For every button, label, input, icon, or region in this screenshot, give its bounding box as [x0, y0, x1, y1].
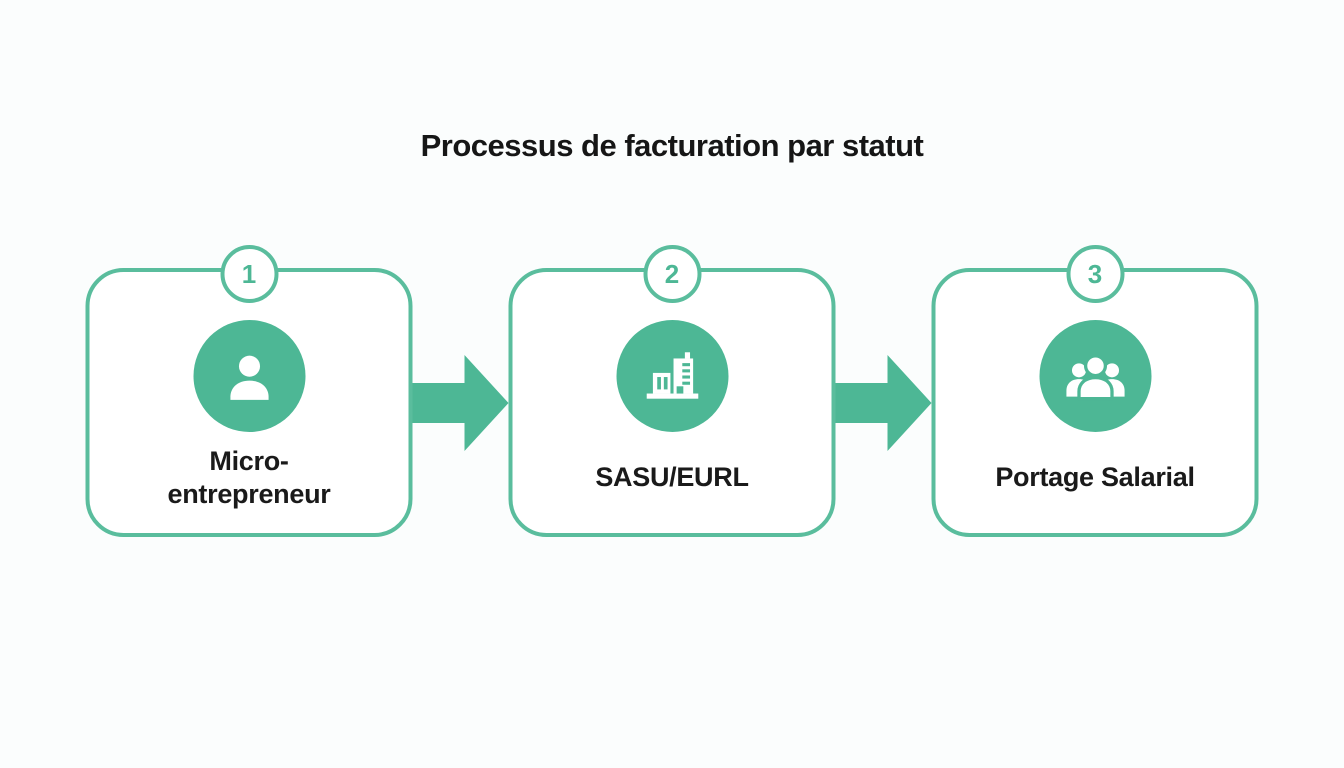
arrow-right-icon	[412, 268, 509, 537]
person-icon	[193, 320, 305, 432]
step-label: Portage Salarial	[995, 462, 1195, 493]
arrow-right-icon	[835, 268, 932, 537]
step-number: 2	[664, 258, 680, 289]
step-number-badge: 1	[220, 245, 278, 303]
step-card-sasu-eurl: 2 SASU/EURL	[508, 245, 836, 537]
step-number-badge: 2	[643, 245, 701, 303]
step-number: 3	[1087, 258, 1103, 289]
process-flow: 1 Micro- entrepreneur 2	[85, 245, 1259, 537]
step-label: SASU/EURL	[595, 462, 749, 493]
step-label: Micro- entrepreneur	[167, 445, 331, 509]
page-title: Processus de facturation par statut	[420, 128, 924, 163]
people-group-icon	[1039, 320, 1151, 432]
step-card-portage-salarial: 3 Portage Salarial	[931, 245, 1259, 537]
step-number-badge: 3	[1066, 245, 1124, 303]
building-icon	[616, 320, 728, 432]
step-card-micro-entrepreneur: 1 Micro- entrepreneur	[85, 245, 413, 537]
step-number: 1	[241, 258, 257, 289]
